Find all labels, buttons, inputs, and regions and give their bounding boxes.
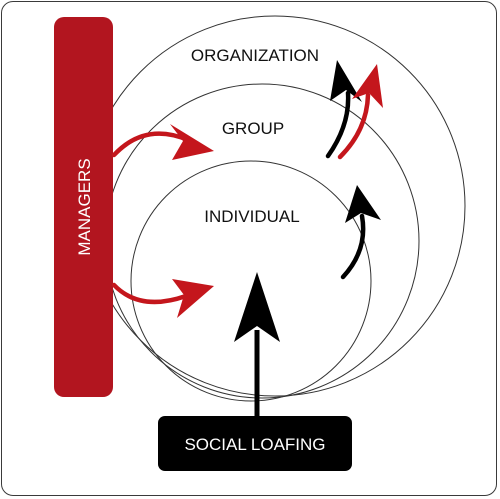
group-to-organization-black-arrow bbox=[325, 60, 362, 159]
organization-label: ORGANIZATION bbox=[191, 46, 319, 65]
managers-label: MANAGERS bbox=[75, 158, 94, 255]
social-loafing-box bbox=[158, 416, 352, 471]
group-to-organization-red-arrow bbox=[337, 64, 383, 160]
individual-label: INDIVIDUAL bbox=[204, 207, 299, 226]
social-loafing-arrow bbox=[234, 272, 280, 420]
managers-to-group-arrow bbox=[111, 124, 214, 160]
organization-circle bbox=[84, 15, 466, 397]
individual-circle bbox=[130, 160, 372, 402]
managers-bar bbox=[54, 17, 113, 397]
individual-to-group-arrow bbox=[340, 185, 381, 280]
social-loafing-label: SOCIAL LOAFING bbox=[184, 435, 325, 454]
managers-to-individual-arrow bbox=[111, 279, 214, 318]
group-label: GROUP bbox=[222, 119, 284, 138]
